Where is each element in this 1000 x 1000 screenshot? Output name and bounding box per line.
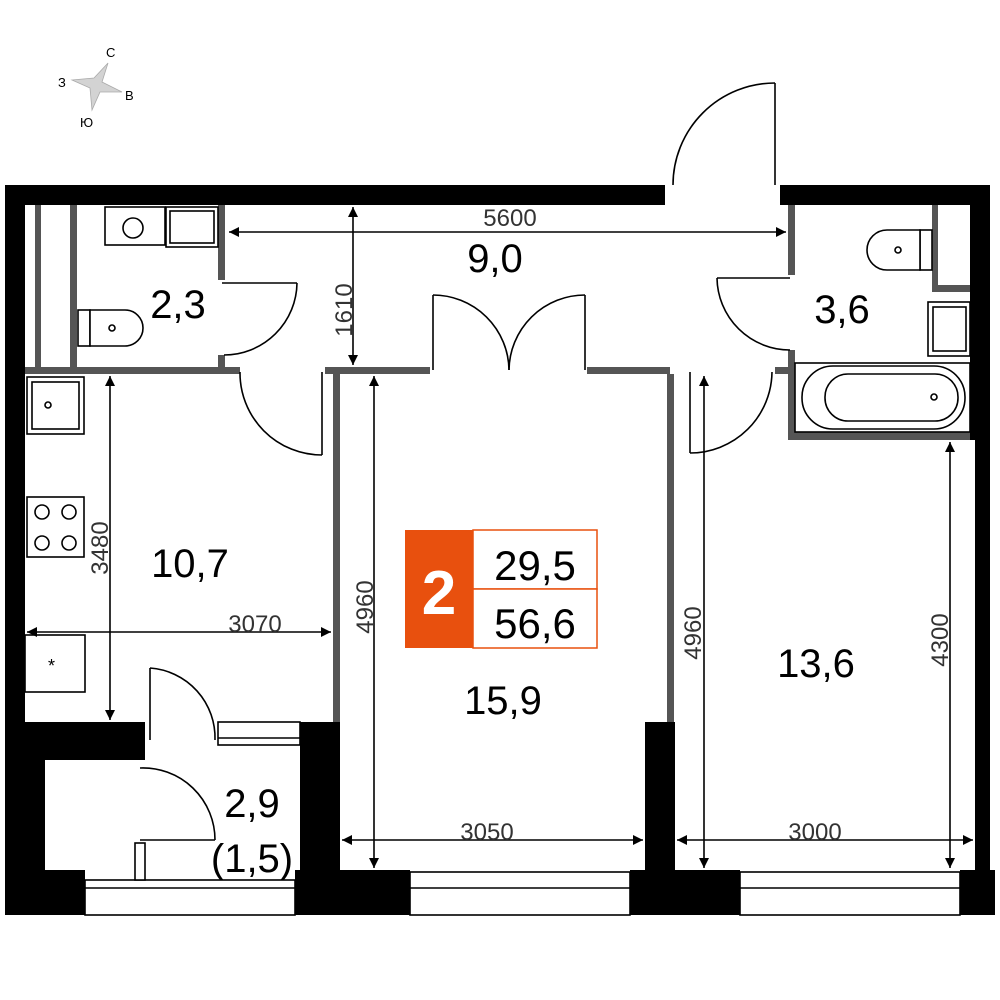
- fridge-icon: *: [24, 634, 86, 693]
- dim-kitchen-width: 3070: [228, 611, 281, 638]
- kitchen-sink-icon: [26, 376, 85, 435]
- dim-living-width: 3050: [460, 819, 513, 846]
- dim-kitchen-depth: 3480: [87, 521, 114, 574]
- apartment-badge: 2 29,5 56,6: [405, 529, 598, 649]
- compass: С З В Ю: [58, 45, 134, 130]
- doors: [139, 82, 791, 841]
- fixtures: *: [24, 206, 971, 693]
- badge-total-area: 56,6: [494, 600, 576, 647]
- dim-bedroom-depth: 4960: [680, 606, 707, 659]
- dim-living-depth: 4960: [352, 580, 379, 633]
- svg-text:*: *: [48, 656, 55, 676]
- dimension-lines: [27, 207, 973, 868]
- entrance-door[interactable]: [672, 82, 776, 186]
- bathroom-sink-icon: [927, 301, 971, 357]
- compass-south: Ю: [80, 115, 93, 130]
- bathroom-small-door[interactable]: [222, 282, 298, 356]
- bedroom-door[interactable]: [689, 371, 773, 454]
- dim-bedroom-depth-short: 4300: [927, 613, 954, 666]
- windows: [84, 721, 961, 916]
- dim-hall-depth: 1610: [331, 283, 358, 336]
- compass-north: С: [106, 45, 115, 60]
- room-area-bathroom-small: 2,3: [150, 283, 206, 327]
- washing-machine-icon: [104, 206, 166, 246]
- badge-room-count: 2: [422, 559, 456, 628]
- compass-west: З: [58, 75, 66, 90]
- toilet-icon-2: [866, 229, 933, 271]
- dim-hall-width: 5600: [483, 205, 536, 232]
- bathroom-large-door[interactable]: [716, 277, 791, 351]
- room-area-bedroom: 13,6: [777, 642, 855, 686]
- compass-east: В: [125, 88, 134, 103]
- interior-walls: [25, 205, 970, 722]
- room-area-hall: 9,0: [467, 237, 523, 281]
- balcony-door[interactable]: [139, 667, 216, 841]
- room-area-bathroom-large: 3,6: [814, 288, 870, 332]
- exterior-walls: [5, 185, 995, 915]
- stove-icon: [26, 496, 85, 558]
- dim-bedroom-width: 3000: [788, 819, 841, 846]
- badge-living-area: 29,5: [494, 542, 576, 589]
- living-room-double-door[interactable]: [432, 294, 586, 371]
- toilet-icon: [77, 309, 144, 347]
- compass-star-icon: [70, 62, 123, 112]
- room-area-kitchen: 10,7: [151, 542, 229, 586]
- bathtub-icon: [794, 362, 971, 433]
- sink-icon: [165, 206, 219, 248]
- room-area-balcony: 2,9: [224, 782, 280, 826]
- room-area-balcony-reduced: (1,5): [211, 837, 293, 881]
- room-area-living-room: 15,9: [464, 679, 542, 723]
- kitchen-door[interactable]: [239, 371, 323, 456]
